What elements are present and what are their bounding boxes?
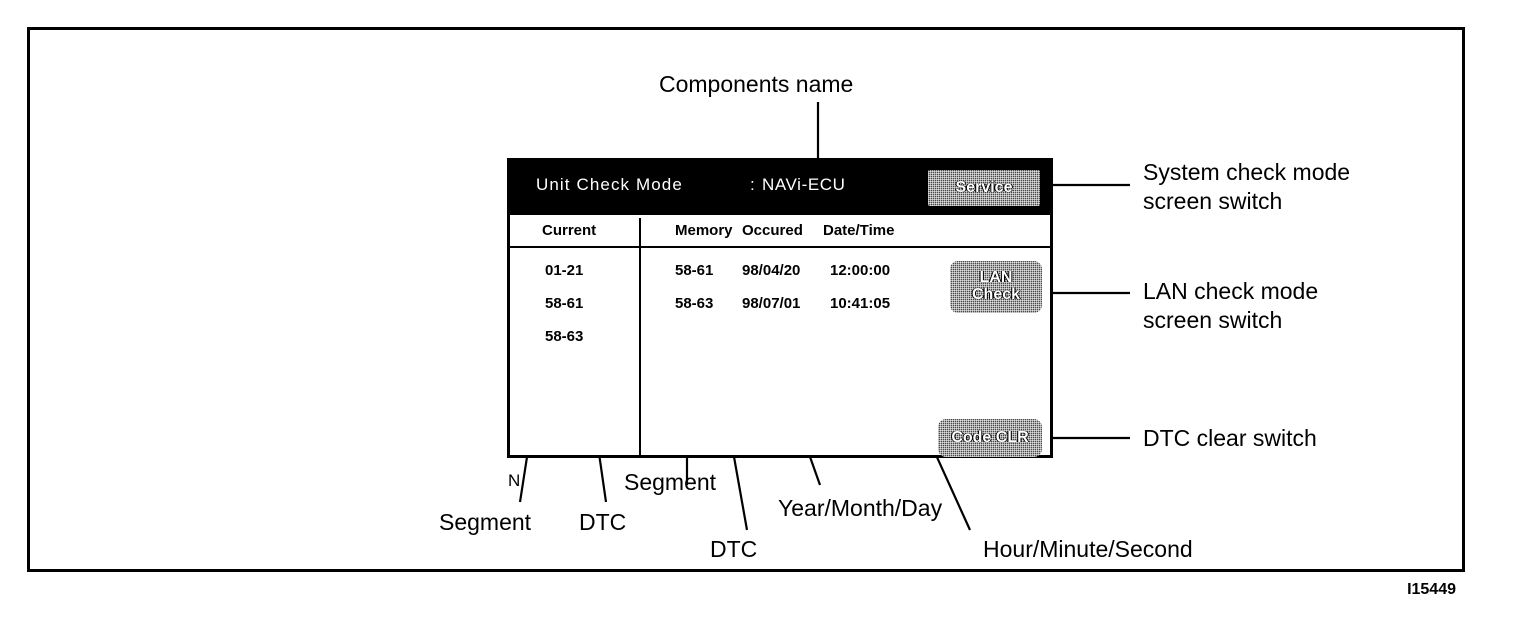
table-column-divider [639,218,641,458]
column-header-current: Current [542,222,597,239]
annotation-lan-check-mode: LAN check mode screen switch [1143,278,1319,333]
annotation-components-name: Components name [659,71,854,97]
code-clear-button[interactable]: Code CLR [938,419,1042,457]
table-row-1-time: 12:00:00 [830,262,891,279]
annotation-system-check-mode: System check mode screen switch [1143,159,1351,214]
titlebar-separator: : [750,175,755,194]
dtc-table-header: Current Memory Occured Date/Time [510,215,1050,248]
screen-titlebar: Unit Check Mode : NAVi-ECU Service [510,161,1050,215]
annotation-hour-minute-second: Hour/Minute/Second [983,536,1193,562]
annotation-n-marker: N [508,471,521,490]
column-header-datetime: Date/Time [823,222,895,239]
lan-check-button[interactable]: LAN Check [950,261,1042,313]
annotation-year-month-day: Year/Month/Day [778,495,943,521]
unit-check-mode-label: Unit Check Mode [536,175,683,194]
figure-id-label: I15449 [1407,581,1456,598]
service-button[interactable]: Service [928,170,1040,206]
table-row-2-memory: 58-63 [675,295,714,312]
table-row-2-time: 10:41:05 [830,295,891,312]
annotation-dtc-2: DTC [710,536,758,562]
annotation-segment-2: Segment [624,469,717,495]
device-screen: Unit Check Mode : NAVi-ECU Service Curre… [507,158,1053,458]
table-row-2-current: 58-61 [545,295,584,312]
table-row-1-date: 98/04/20 [742,262,801,279]
annotation-dtc-1: DTC [579,509,627,535]
table-row-2-date: 98/07/01 [742,295,801,312]
table-row-1-current: 01-21 [545,262,584,279]
annotation-dtc-clear-switch: DTC clear switch [1143,425,1317,451]
table-row-1-memory: 58-61 [675,262,714,279]
column-header-memory: Memory [675,222,733,239]
column-header-occured: Occured [742,222,803,239]
table-row-3-current: 58-63 [545,328,584,345]
component-name-value: NAVi-ECU [762,175,846,194]
annotation-segment-1: Segment [439,509,532,535]
figure-frame: Unit Check Mode : NAVi-ECU Service Curre… [27,27,1465,598]
